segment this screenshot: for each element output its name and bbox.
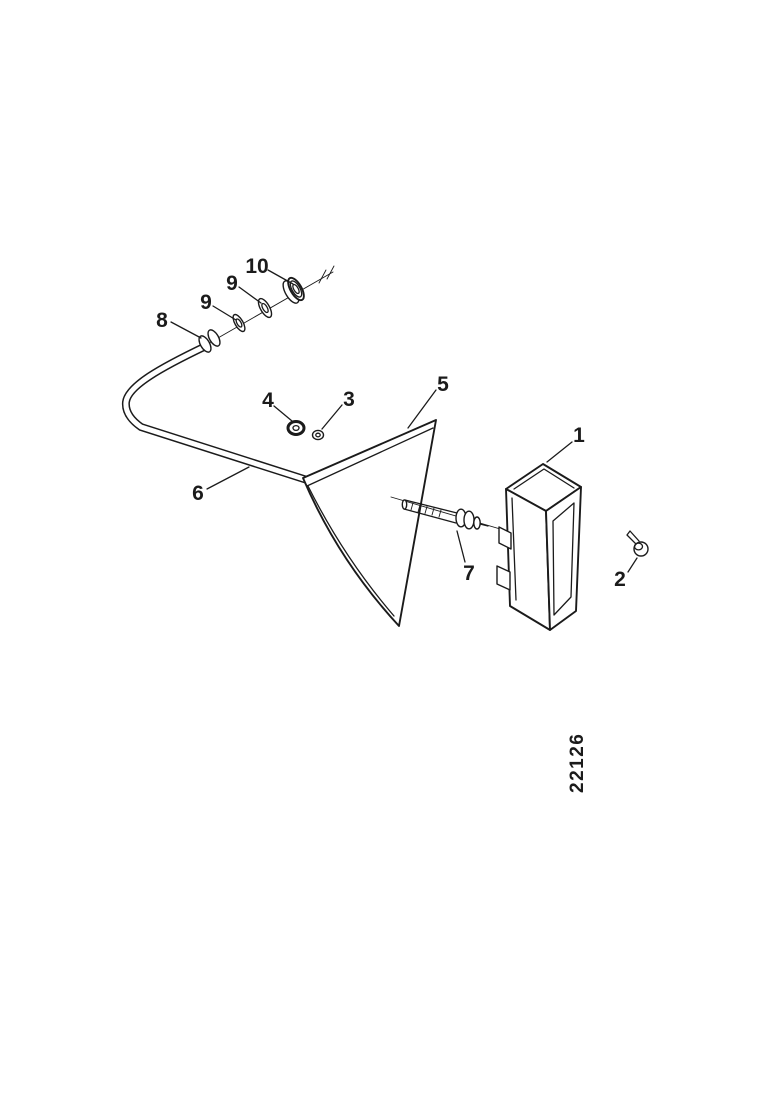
fitting-ring [207, 329, 221, 347]
leader-line [170, 321, 202, 339]
callout-label: 3 [343, 388, 355, 411]
leader-line [238, 286, 262, 304]
plate-rim [307, 485, 395, 617]
screw-head-detail [633, 542, 644, 551]
callout-label: 2 [614, 568, 626, 591]
callout-9-inner: 9 [200, 291, 237, 321]
plate-outline [302, 419, 437, 627]
bolt-shaft [403, 499, 458, 524]
fitting-ring [198, 335, 212, 353]
ring-groove [289, 280, 303, 298]
drawing-number: 22126 [567, 733, 588, 793]
housing-part-1 [496, 463, 582, 631]
axis-tick [318, 269, 327, 284]
callout-label: 4 [262, 389, 274, 412]
leader-line [321, 404, 343, 430]
washer-part-3 [311, 429, 325, 441]
housing-front-face [545, 486, 582, 631]
washer-hole [261, 302, 269, 314]
leader-line [407, 389, 437, 429]
screw-shaft [626, 530, 640, 545]
axis-tick [326, 265, 335, 280]
housing-tab [496, 565, 511, 591]
leader-line [267, 269, 294, 285]
callout-label: 5 [437, 373, 449, 396]
housing-lens-bezel [552, 502, 575, 616]
callout-label: 7 [463, 562, 475, 585]
washer-outer [286, 420, 306, 436]
washer-hole [235, 318, 243, 328]
leader-line [627, 557, 638, 573]
callout-7: 7 [456, 530, 475, 585]
washer-outer [232, 313, 246, 333]
leader-line [212, 305, 237, 321]
callout-label: 9 [226, 272, 238, 295]
plate-top-flange [306, 427, 434, 487]
tube-part-6 [121, 342, 311, 484]
callout-4: 4 [262, 389, 293, 422]
leader-line [273, 405, 293, 422]
leader-line [456, 530, 466, 563]
ring-part-10 [282, 276, 305, 304]
leader-line [546, 441, 573, 463]
callout-1: 1 [546, 424, 585, 463]
callout-label: 10 [245, 255, 268, 278]
housing-tab [498, 526, 512, 550]
leader-line [206, 466, 250, 490]
ring-hole [292, 283, 300, 295]
bolt-centerline [390, 496, 515, 534]
tube-body [123, 343, 310, 483]
bolt-threads [410, 502, 442, 518]
bolt-stub [479, 523, 489, 527]
bolt-collar [463, 510, 475, 530]
bolt-nut [473, 516, 481, 530]
washer-part-4 [286, 420, 306, 436]
washer-outer [257, 297, 273, 319]
washer-part-9-inner [232, 313, 246, 333]
screw-part-2 [626, 530, 649, 557]
callout-3: 3 [321, 388, 355, 430]
callout-label: 8 [156, 309, 168, 332]
callout-9-outer: 9 [226, 272, 262, 304]
bolt-tip [401, 499, 408, 510]
callout-label: 9 [200, 291, 212, 314]
washer-hole [292, 424, 300, 432]
callout-label: 6 [192, 482, 204, 505]
callout-8: 8 [156, 309, 202, 339]
tube-outline [121, 342, 311, 484]
callout-2: 2 [614, 557, 638, 591]
washer-part-9-outer [257, 297, 273, 319]
bolt-part-7 [390, 496, 515, 534]
callout-10: 10 [245, 255, 294, 285]
washer-hole [315, 432, 321, 438]
plate-part-5 [302, 419, 437, 627]
callout-label: 1 [573, 424, 585, 447]
fitting-part-8 [198, 329, 221, 353]
housing-left-line [511, 497, 517, 601]
callout-6: 6 [192, 466, 250, 505]
callout-5: 5 [407, 373, 449, 429]
housing-top-inner [513, 468, 575, 490]
washer-outer [311, 429, 325, 441]
